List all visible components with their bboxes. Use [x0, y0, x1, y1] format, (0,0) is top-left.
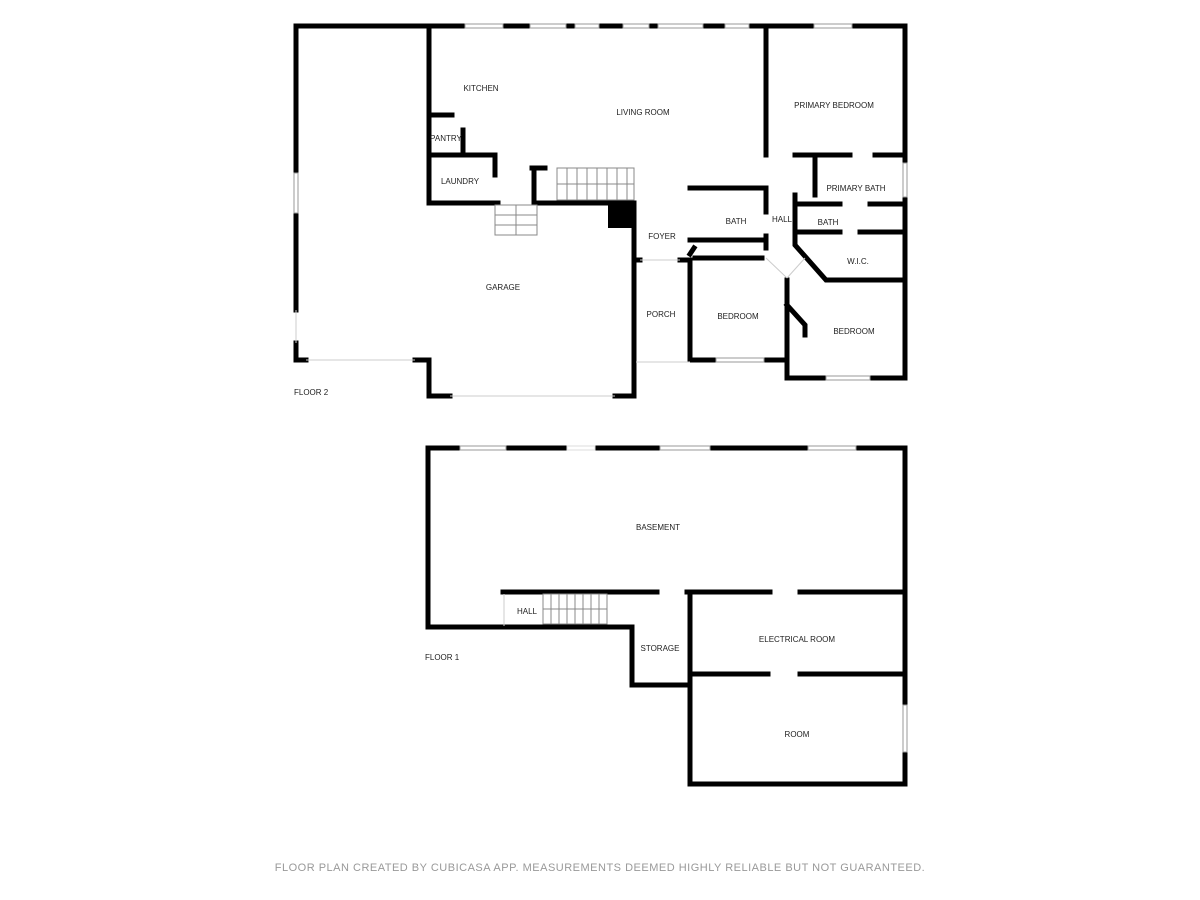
doors: [295, 257, 806, 397]
room-label: BEDROOM: [833, 327, 875, 336]
wall: [783, 301, 808, 338]
wall: [792, 192, 908, 283]
windows: [293, 23, 908, 381]
wall: [500, 589, 908, 677]
room-label: HALL: [772, 215, 793, 224]
wall: [529, 165, 548, 206]
stairs: [494, 167, 635, 236]
room-label: PORCH: [647, 310, 676, 319]
floor-label: FLOOR 2: [294, 388, 329, 397]
room-label: ROOM: [785, 730, 810, 739]
room-label: ELECTRICAL ROOM: [759, 635, 835, 644]
wall: [426, 112, 498, 178]
room-label: PANTRY: [430, 134, 462, 143]
floor-label: FLOOR 1: [425, 653, 460, 662]
windows: [459, 445, 908, 753]
room-label: W.I.C.: [847, 257, 869, 266]
floor-2-plan: KITCHEN LIVING ROOM PRIMARY BEDROOM PANT…: [293, 23, 908, 399]
room-label: BASEMENT: [636, 523, 680, 532]
room-label: LIVING ROOM: [616, 108, 670, 117]
room-label: GARAGE: [486, 283, 520, 292]
wall: [763, 23, 908, 198]
room-label: PRIMARY BATH: [826, 184, 885, 193]
room-label: BATH: [818, 218, 839, 227]
disclaimer-footer: FLOOR PLAN CREATED BY CUBICASA APP. MEAS…: [274, 862, 926, 874]
room-label: FOYER: [648, 232, 676, 241]
room-label: PRIMARY BEDROOM: [794, 101, 874, 110]
floor-1-plan: BASEMENT HALL STORAGE ELECTRICAL ROOM RO…: [425, 445, 908, 787]
room-label: STORAGE: [641, 644, 680, 653]
stairs: [542, 593, 608, 625]
room-label: HALL: [517, 607, 538, 616]
room-label: KITCHEN: [463, 84, 498, 93]
column: [608, 203, 634, 228]
wall: [293, 23, 637, 399]
room-label: BATH: [726, 217, 747, 226]
room-label: BEDROOM: [717, 312, 759, 321]
wall: [686, 185, 769, 261]
room-label: LAUNDRY: [441, 177, 480, 186]
wall: [425, 445, 908, 787]
wall: [631, 257, 790, 363]
